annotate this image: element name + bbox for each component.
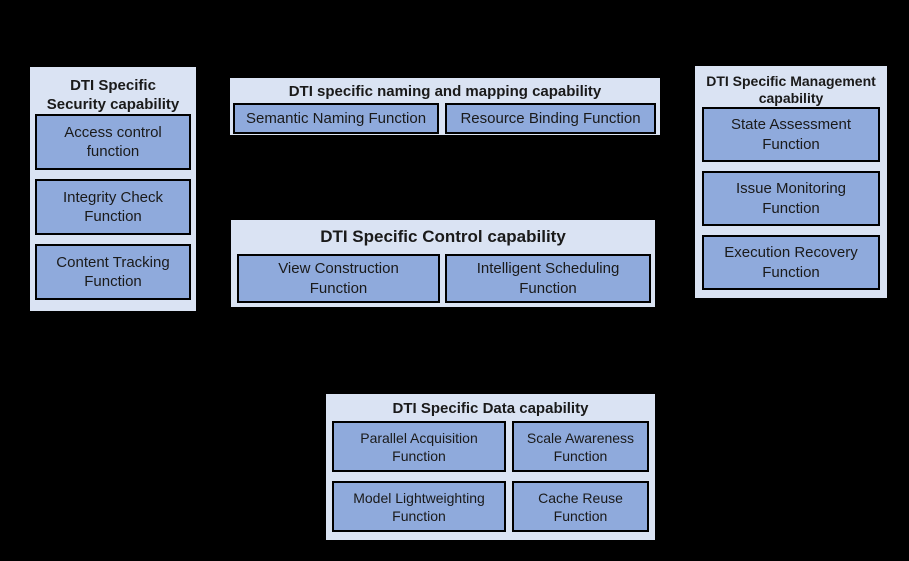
group-naming-mapping-capability: DTI specific naming and mapping capabili…	[228, 76, 662, 137]
function-box-model-lightweighting: Model Lightweighting Function	[332, 481, 506, 532]
function-row: Semantic Naming Function Resource Bindin…	[230, 103, 660, 134]
group-control-capability: DTI Specific Control capability View Con…	[229, 218, 657, 309]
function-box-intelligent-scheduling: Intelligent Scheduling Function	[445, 254, 651, 303]
function-box-issue-monitoring: Issue Monitoring Function	[702, 171, 880, 226]
group-title-control: DTI Specific Control capability	[320, 227, 566, 246]
function-box-cache-reuse: Cache Reuse Function	[512, 481, 649, 532]
function-box-integrity-check: Integrity Check Function	[35, 179, 191, 235]
function-box-execution-recovery: Execution Recovery Function	[702, 235, 880, 290]
function-box-scale-awareness: Scale Awareness Function	[512, 421, 649, 472]
function-box-parallel-acquisition: Parallel Acquisition Function	[332, 421, 506, 472]
group-title-management: DTI Specific Management capability	[706, 73, 876, 106]
function-box-content-tracking: Content Tracking Function	[35, 244, 191, 300]
group-security-capability: DTI Specific Security capability Access …	[28, 65, 198, 313]
function-box-resource-binding: Resource Binding Function	[445, 103, 656, 134]
function-grid: Parallel Acquisition Function Scale Awar…	[326, 418, 655, 532]
function-box-access-control: Access control function	[35, 114, 191, 170]
function-box-view-construction: View Construction Function	[237, 254, 440, 303]
group-title-data: DTI Specific Data capability	[392, 400, 589, 417]
group-data-capability: DTI Specific Data capability Parallel Ac…	[324, 392, 657, 542]
group-title-security: DTI Specific Security capability	[46, 77, 180, 113]
group-title-naming-mapping: DTI specific naming and mapping capabili…	[288, 83, 602, 100]
function-box-semantic-naming: Semantic Naming Function	[233, 103, 440, 134]
group-management-capability: DTI Specific Management capability State…	[693, 64, 889, 300]
function-row: View Construction Function Intelligent S…	[231, 254, 655, 303]
function-box-state-assessment: State Assessment Function	[702, 107, 880, 162]
